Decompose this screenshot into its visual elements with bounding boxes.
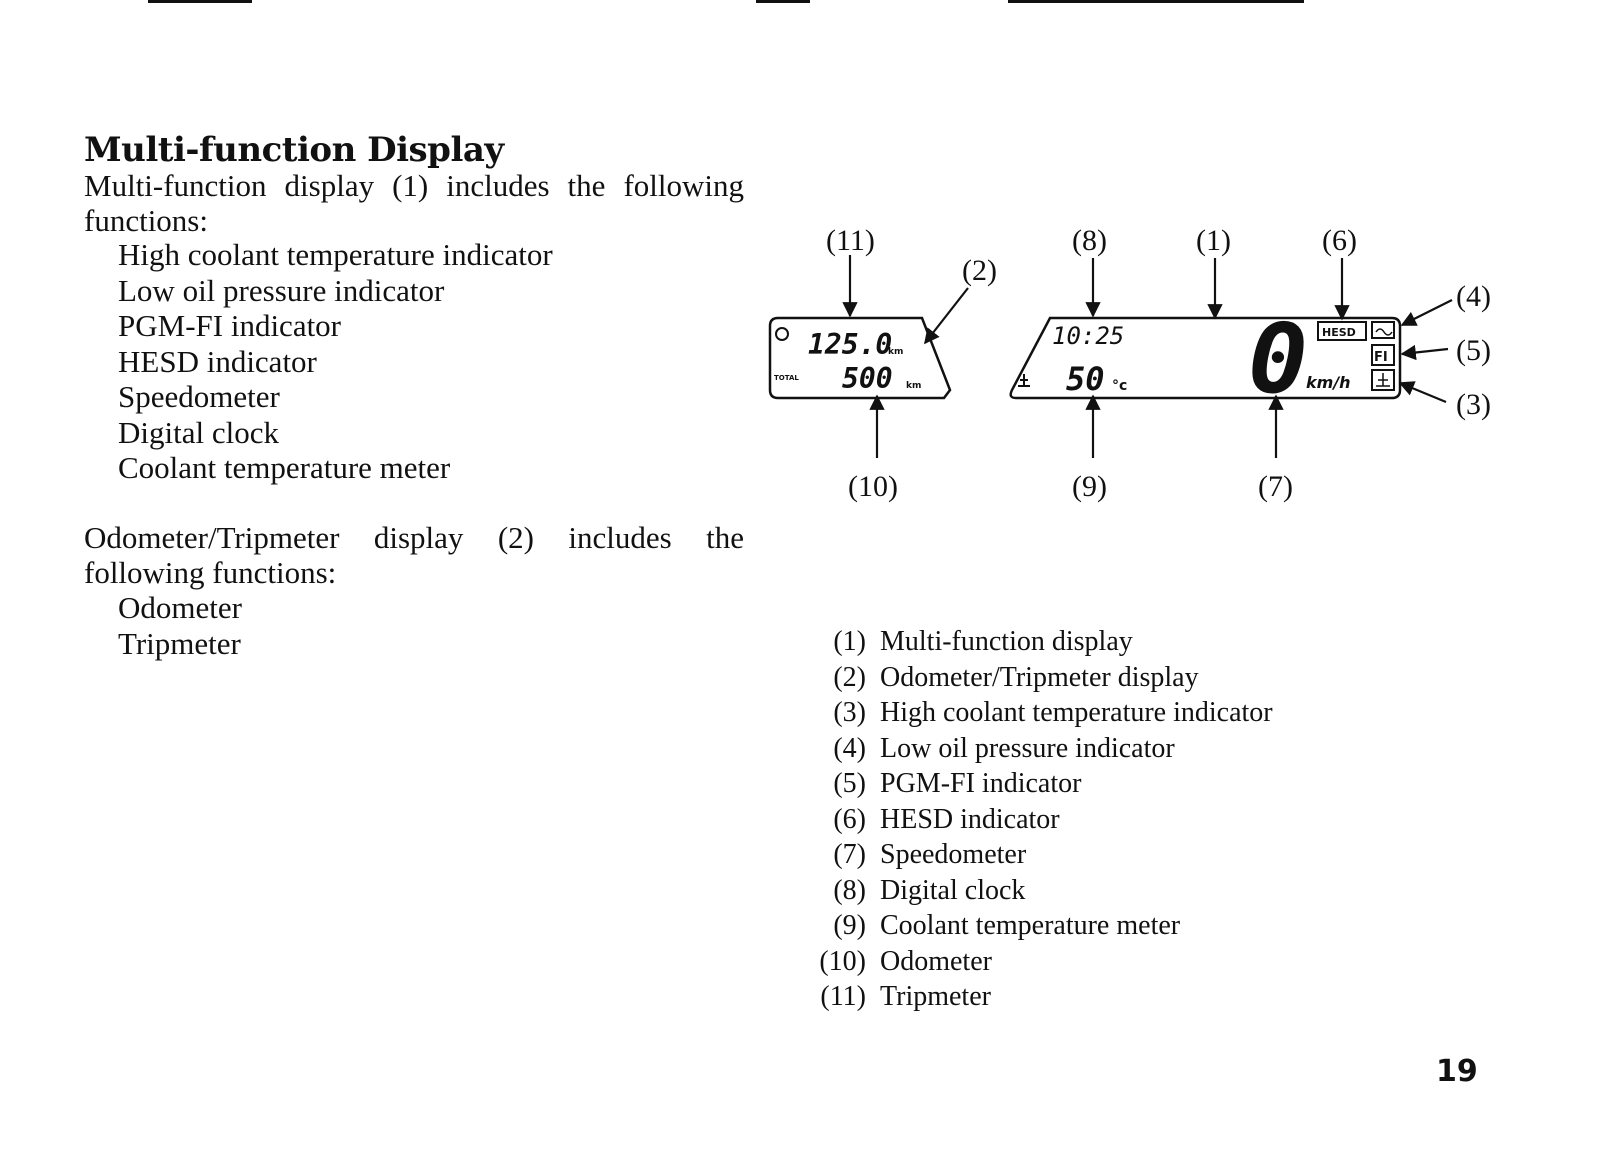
- section-heading: Multi-function Display: [84, 130, 504, 170]
- function-list-2: Odometer Tripmeter: [118, 590, 242, 661]
- list-item: High coolant temperature indicator: [118, 237, 553, 272]
- legend-row: (8) Digital clock: [808, 873, 1273, 909]
- legend-row: (11) Tripmeter: [808, 979, 1273, 1015]
- intro-paragraph-2: Odometer/Tripmeter display (2) includes …: [84, 520, 744, 590]
- legend-number: (9): [833, 910, 866, 941]
- legend-row: (7) Speedometer: [808, 837, 1273, 873]
- instrument-diagram: 125.0 km TOTAL 500 km 10:25 50 °c 0 km/h…: [768, 224, 1491, 503]
- callout-1: (1): [1196, 224, 1231, 257]
- list-item: Speedometer: [118, 379, 280, 414]
- legend-number: (6): [833, 803, 866, 835]
- legend-number: (10): [819, 945, 866, 977]
- legend-text: Multi-function display: [880, 626, 1133, 657]
- odo-value: 500: [842, 362, 893, 395]
- top-rule-middle: [756, 0, 810, 3]
- list-item: Low oil pressure indicator: [118, 272, 445, 308]
- coolant-unit: °c: [1112, 378, 1127, 394]
- callout-3: (3): [1456, 388, 1491, 421]
- legend-row: (10) Odometer: [808, 944, 1273, 980]
- coolant-value: 50: [1066, 360, 1105, 398]
- legend-row: (3) High coolant temperature indicator: [808, 695, 1273, 731]
- list-item: Coolant temperature meter: [118, 450, 451, 485]
- legend-text: PGM-FI indicator: [880, 768, 1082, 799]
- legend-number: (5): [833, 768, 866, 799]
- callout-5: (5): [1456, 334, 1491, 367]
- callout-10: (10): [848, 470, 898, 503]
- legend-number: (8): [833, 874, 866, 906]
- main-panel-outline: [1009, 316, 1402, 400]
- legend-row: (2) Odometer/Tripmeter display: [808, 660, 1273, 696]
- speed-unit: km/h: [1306, 373, 1351, 392]
- page-number: 19: [1436, 1054, 1478, 1089]
- trip-value: 125.0: [808, 328, 892, 361]
- callout-6: (6): [1322, 224, 1357, 257]
- legend-number: (7): [833, 839, 866, 870]
- list-item: HESD indicator: [118, 343, 317, 379]
- legend-text: Coolant temperature meter: [880, 910, 1181, 941]
- legend-number: (11): [820, 981, 866, 1012]
- list-item: Tripmeter: [118, 625, 241, 661]
- hesd-indicator-box: [1317, 321, 1367, 341]
- callout-9: (9): [1072, 470, 1107, 503]
- trip-icon: [775, 327, 789, 341]
- intro-paragraph-1: Multi-function display (1) includes the …: [84, 168, 744, 238]
- pgm-fi-icon: [1371, 344, 1395, 366]
- legend-text: Speedometer: [880, 839, 1027, 870]
- list-item: PGM-FI indicator: [118, 308, 342, 343]
- clock-value: 10:25: [1052, 322, 1124, 350]
- callout-8: (8): [1072, 224, 1107, 257]
- callout-4: (4): [1456, 280, 1491, 313]
- hesd-label: HESD: [1322, 326, 1356, 339]
- top-rule-right: [1008, 0, 1304, 3]
- legend-text: Odometer/Tripmeter display: [880, 661, 1199, 693]
- legend-text: HESD indicator: [880, 803, 1060, 835]
- trip-unit: km: [888, 347, 903, 357]
- legend-text: Low oil pressure indicator: [880, 732, 1175, 764]
- function-list-1: High coolant temperature indicator Low o…: [118, 237, 553, 486]
- legend-row: (6) HESD indicator: [808, 802, 1273, 838]
- total-label: TOTAL: [774, 374, 799, 382]
- legend-row: (4) Low oil pressure indicator: [808, 731, 1273, 767]
- speed-value: 0: [1248, 303, 1308, 415]
- list-item: Digital clock: [118, 414, 279, 450]
- coolant-icon: [1018, 374, 1030, 387]
- callout-11: (11): [826, 224, 875, 257]
- odometer-panel-outline: [768, 316, 952, 400]
- legend-row: (9) Coolant temperature meter: [808, 908, 1273, 944]
- list-item: Odometer: [118, 590, 242, 625]
- callout-legend: (1) Multi-function display (2) Odometer/Tr…: [808, 624, 1273, 1015]
- callout-7: (7): [1258, 470, 1293, 503]
- oil-pressure-icon: [1371, 321, 1395, 339]
- odo-unit: km: [906, 381, 921, 391]
- legend-row: (1) Multi-function display: [808, 624, 1273, 660]
- high-coolant-icon: [1371, 369, 1395, 391]
- legend-text: High coolant temperature indicator: [880, 697, 1273, 728]
- callout-2: (2): [962, 254, 997, 287]
- legend-text: Tripmeter: [880, 981, 991, 1012]
- fi-label: FI: [1374, 350, 1388, 365]
- legend-text: Digital clock: [880, 874, 1026, 906]
- legend-number: (4): [833, 732, 866, 764]
- legend-row: (5) PGM-FI indicator: [808, 766, 1273, 802]
- top-rule-left: [148, 0, 252, 3]
- legend-number: (1): [833, 626, 866, 657]
- legend-text: Odometer: [880, 945, 992, 977]
- legend-number: (3): [833, 697, 866, 728]
- legend-number: (2): [833, 661, 866, 693]
